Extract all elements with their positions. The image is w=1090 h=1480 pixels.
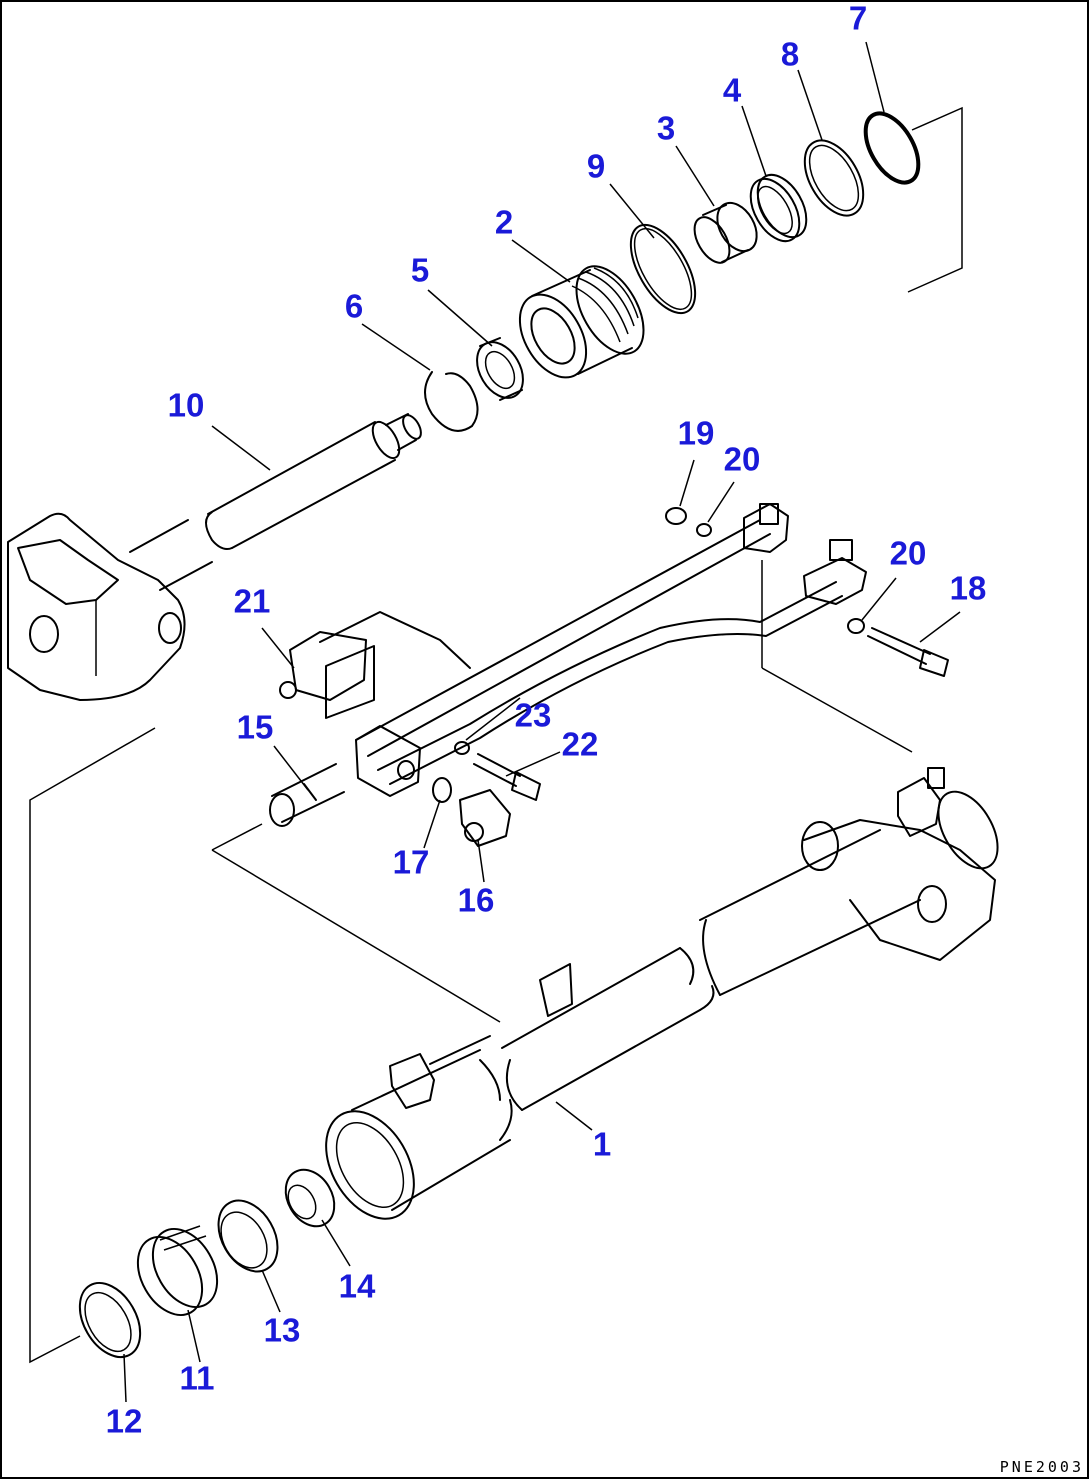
part-1-cylinder [325,767,999,1220]
callout-22: 22 [561,725,599,763]
part-2-piston [518,265,645,379]
callout-15: 15 [236,708,274,746]
part-19-nut [665,507,687,525]
part-18-bolt [867,627,949,677]
callout-21: 21 [233,582,271,620]
part-22-bolt [473,753,541,801]
callout-13: 13 [263,1311,301,1349]
callout-1: 1 [592,1125,612,1163]
part-9-ring [629,223,697,315]
callout-20a: 20 [723,440,761,478]
part-17-o-ring [432,777,452,803]
callout-3: 3 [656,109,676,147]
part-13-ring [217,1199,279,1273]
callout-6: 6 [344,287,364,325]
callout-2: 2 [494,203,514,241]
part-20-washer-a [696,523,712,537]
callout-7: 7 [848,0,868,37]
callout-23: 23 [514,696,552,734]
part-20-washer-b [847,618,865,634]
part-12-dust-seal [78,1282,142,1358]
callout-16: 16 [457,881,495,919]
callout-18: 18 [949,569,987,607]
part-23-washer [454,741,470,755]
part-14-nut [284,1168,336,1228]
pipe-assembly [279,503,867,797]
callout-10: 10 [167,386,205,424]
callout-8: 8 [780,35,800,73]
part-5-nut [476,337,524,401]
part-4-ring [749,173,808,243]
leader-lines [123,41,961,1403]
callout-12: 12 [105,1402,143,1440]
part-6-snap-ring [424,371,479,432]
part-8-backup-ring [803,139,865,217]
callout-11: 11 [179,1359,215,1397]
callout-17: 17 [392,843,430,881]
part-7-o-ring [863,111,921,185]
drawing-code: PNE2003 [999,1458,1084,1476]
part-11-gland [136,1225,219,1316]
callout-14: 14 [338,1267,376,1305]
callout-19: 19 [677,414,715,452]
callout-9: 9 [586,147,606,185]
assembly-lines [29,106,963,1364]
callout-20b: 20 [889,534,927,572]
part-3-bushing [693,201,758,264]
part-16-elbow [459,789,511,847]
part-15-fitting [269,763,345,827]
callout-5: 5 [410,251,430,289]
callout-4: 4 [722,71,742,109]
part-10-rod [7,413,422,701]
